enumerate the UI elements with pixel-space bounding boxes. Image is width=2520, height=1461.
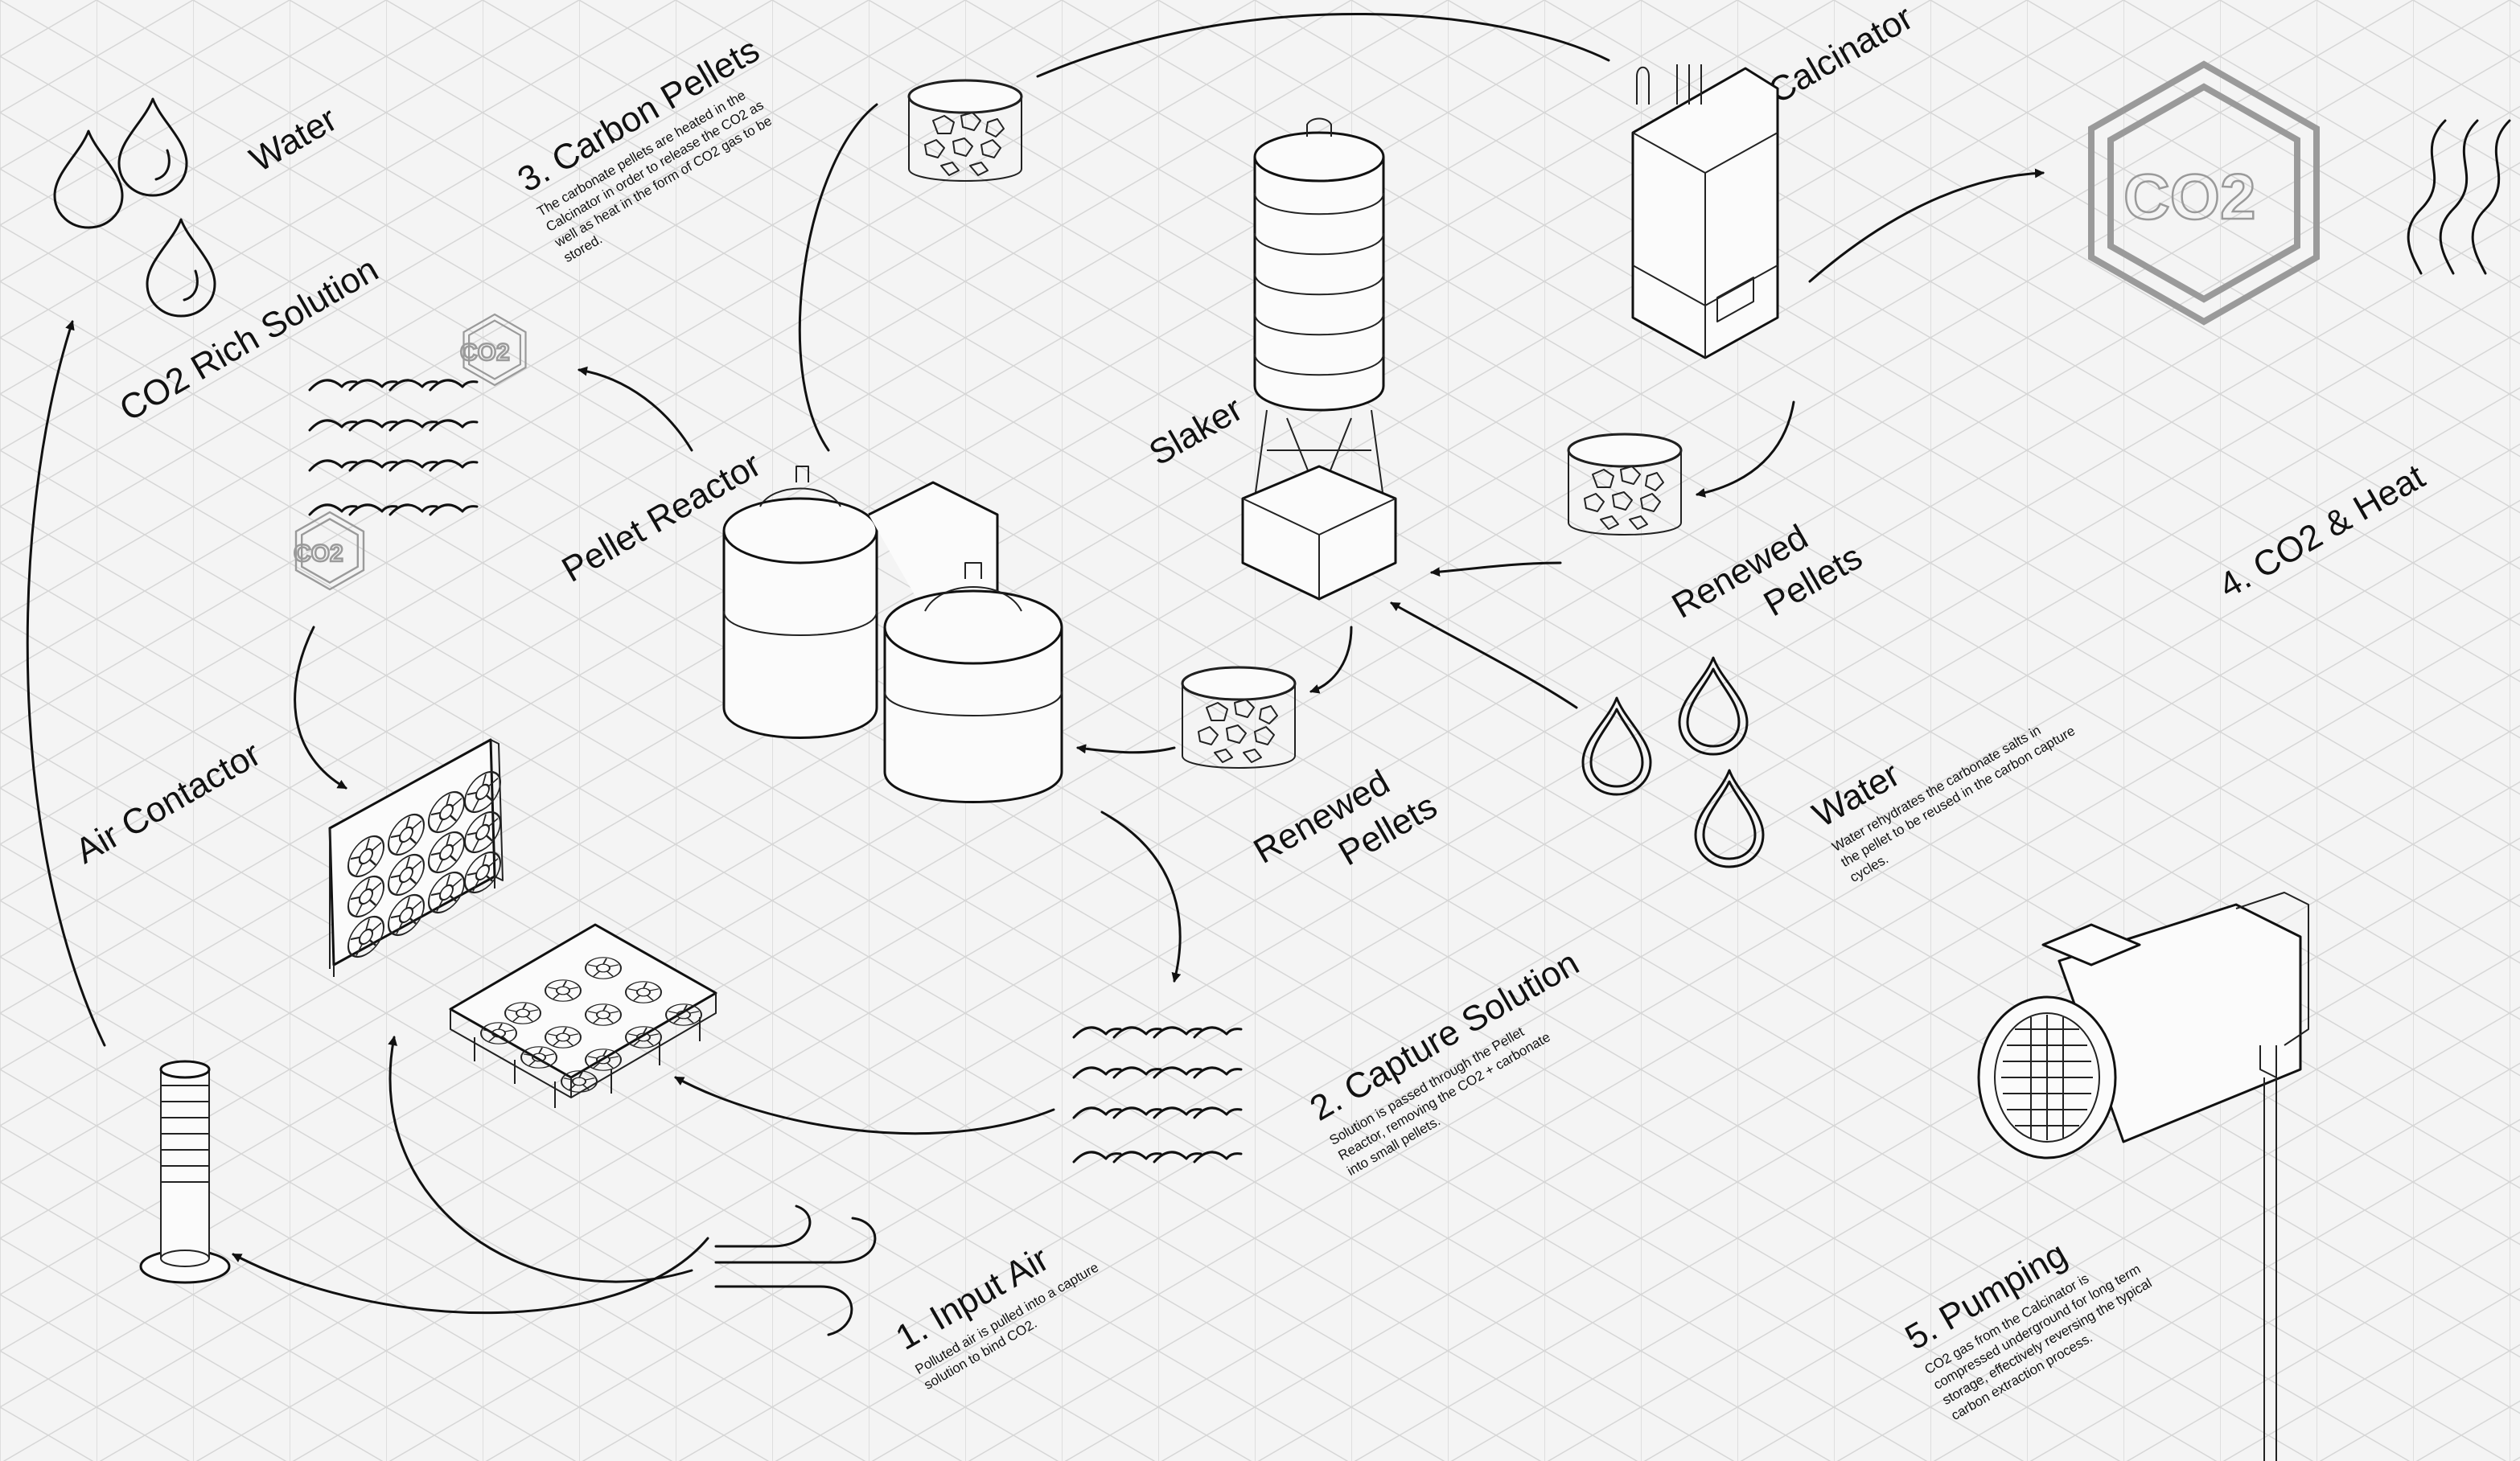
- air-column-icon: [139, 1060, 231, 1284]
- co2-hexagon-text: CO2: [2123, 161, 2256, 232]
- co2-hexagon-text: CO2: [460, 339, 510, 366]
- reactor-tank-icon: [722, 466, 1063, 803]
- silo-icon: [1241, 117, 1397, 601]
- wind-icon: [714, 1205, 877, 1336]
- fan-panel-icon: [328, 738, 504, 977]
- calcinator-unit-icon: [1631, 64, 1779, 359]
- pump-motor-icon: [1977, 892, 2309, 1461]
- fan-tray-icon: [449, 923, 717, 1108]
- flow-arrows: [26, 13, 2045, 1315]
- co2-hexagon-text: CO2: [294, 540, 343, 567]
- heat-wave-icon: [2407, 119, 2511, 275]
